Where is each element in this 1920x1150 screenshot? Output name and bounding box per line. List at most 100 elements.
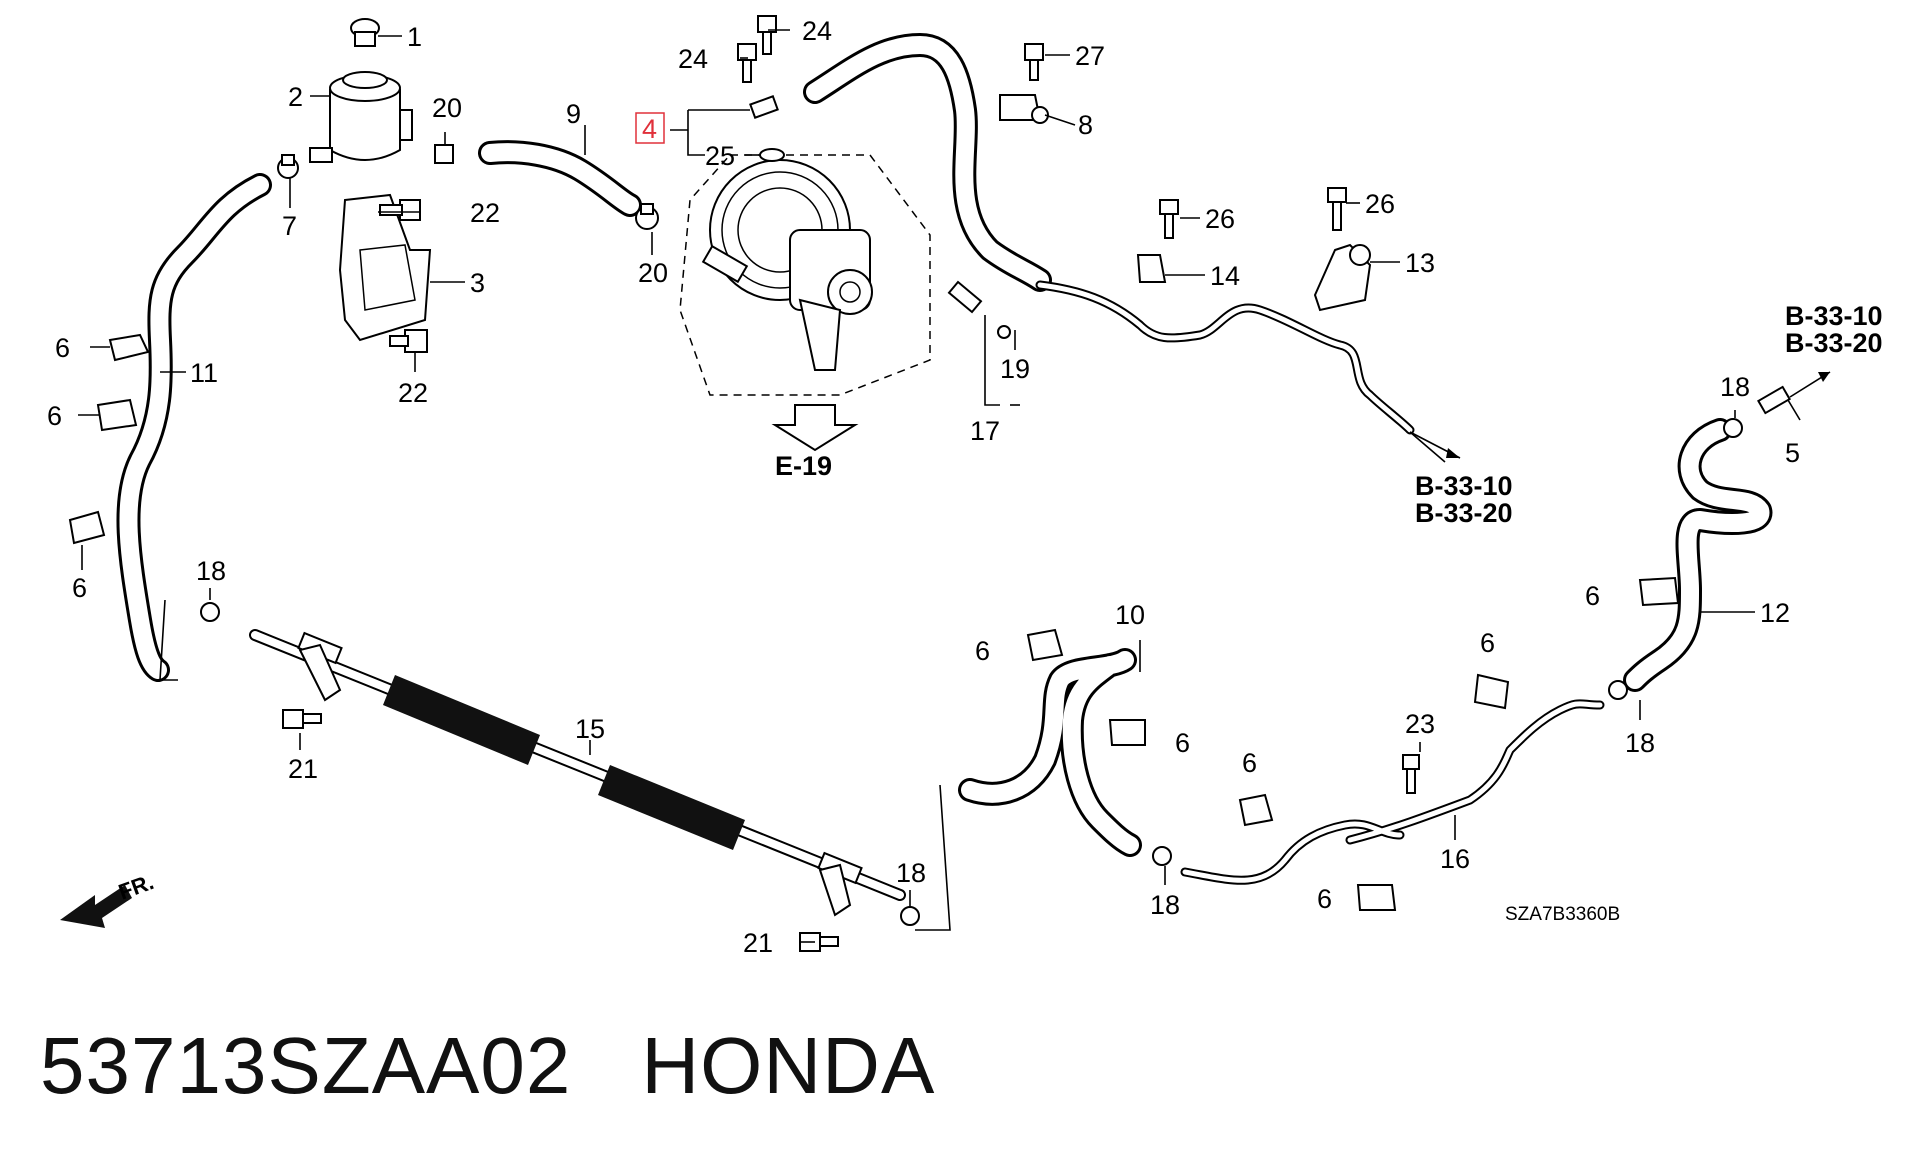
bolt-23 <box>1402 754 1420 794</box>
power-steering-pump <box>679 154 931 396</box>
callout-18e: 18 <box>1720 372 1750 402</box>
callout-6f: 6 <box>1242 748 1257 778</box>
callout-8: 8 <box>1078 110 1093 140</box>
callout-26b: 26 <box>1365 189 1395 219</box>
clip-6-d <box>1026 628 1064 662</box>
o-ring-25 <box>759 148 785 162</box>
callout-1: 1 <box>407 22 422 52</box>
clip-6-a <box>108 333 150 362</box>
fitting-4 <box>749 95 779 119</box>
clip-6-i <box>1638 576 1680 607</box>
clamp-18-b <box>900 906 920 926</box>
callout-13: 13 <box>1405 248 1435 278</box>
callout-22a: 22 <box>470 198 500 228</box>
callout-6d: 6 <box>975 636 990 666</box>
brand-name: HONDA <box>641 1021 936 1110</box>
callout-18c: 18 <box>1150 890 1180 920</box>
callout-18a: 18 <box>196 556 226 586</box>
front-arrow <box>60 885 132 928</box>
callout-19: 19 <box>1000 354 1030 384</box>
callout-22b: 22 <box>398 378 428 408</box>
ref-arrowhead-lower <box>1446 448 1460 458</box>
callout-3: 3 <box>470 268 485 298</box>
callout-24a: 24 <box>802 16 832 46</box>
callout-21b: 21 <box>743 928 773 958</box>
power-steering-parts-diagram: 1 2 3 4 5 6 6 6 6 6 6 6 6 6 7 8 9 10 11 … <box>47 15 1883 958</box>
clip-6-h <box>1473 673 1510 710</box>
clamp-18-a <box>200 602 220 622</box>
clamp-8 <box>999 94 1049 124</box>
hose-9 <box>478 140 642 217</box>
ref-b-line1: B-33-10 <box>1415 471 1513 501</box>
callout-20a: 20 <box>432 93 462 123</box>
clip-6-g <box>1356 884 1397 911</box>
reservoir-2 <box>309 18 413 163</box>
callout-2: 2 <box>288 82 303 112</box>
callout-6b: 6 <box>47 401 62 431</box>
clip-6-c <box>68 510 106 545</box>
bolt-26-a <box>1159 199 1179 239</box>
callout-6h: 6 <box>1480 628 1495 658</box>
callout-4: 4 <box>642 114 657 144</box>
hose-11 <box>116 173 272 682</box>
callout-21a: 21 <box>288 754 318 784</box>
bolt-27 <box>1024 43 1044 81</box>
clamp-20-b <box>635 203 659 230</box>
callout-6c: 6 <box>72 573 87 603</box>
callout-20b: 20 <box>638 258 668 288</box>
part-number: 53713SZAA02 <box>40 1021 572 1110</box>
bolt-21-a <box>282 709 322 729</box>
clip-6-f <box>1238 793 1274 827</box>
callout-25: 25 <box>705 141 735 171</box>
clamp-18-c <box>1152 846 1172 866</box>
clamp-18-d <box>1608 680 1628 700</box>
high-pressure-hose-17 <box>803 33 1052 292</box>
bolt-24-b <box>737 43 757 83</box>
leader-lines <box>78 29 1801 943</box>
callout-15: 15 <box>575 714 605 744</box>
callout-5: 5 <box>1785 438 1800 468</box>
ref-e19: E-19 <box>775 451 832 481</box>
clip-14 <box>1136 254 1167 283</box>
callout-6i: 6 <box>1585 581 1600 611</box>
callout-14: 14 <box>1210 261 1240 291</box>
e19-arrow <box>771 404 859 452</box>
bracket-13 <box>1313 243 1372 312</box>
callout-6e: 6 <box>1175 728 1190 758</box>
callout-16: 16 <box>1440 844 1470 874</box>
ref-b-right-line2: B-33-20 <box>1785 328 1883 358</box>
clamp-18-e <box>1723 418 1743 438</box>
bolt-22-lower <box>389 329 428 353</box>
ref-b-line2: B-33-20 <box>1415 498 1513 528</box>
hose-10 <box>958 648 1142 857</box>
callout-9: 9 <box>566 99 581 129</box>
footer: 53713SZAA02 HONDA <box>40 1020 935 1112</box>
clip-6-e <box>1108 719 1146 746</box>
ref-arrowhead-upper <box>1818 372 1830 382</box>
callout-17: 17 <box>970 416 1000 446</box>
callout-6g: 6 <box>1317 884 1332 914</box>
callout-10: 10 <box>1115 600 1145 630</box>
hose-12 <box>1623 418 1773 692</box>
callout-6a: 6 <box>55 333 70 363</box>
bolt-26-b <box>1327 187 1347 231</box>
callout-26a: 26 <box>1205 204 1235 234</box>
callout-23: 23 <box>1405 709 1435 739</box>
pipe-upper <box>1035 280 1415 435</box>
bracket-3 <box>338 193 432 342</box>
callout-24b: 24 <box>678 44 708 74</box>
clamp-7 <box>277 154 299 179</box>
joint-19 <box>947 280 1011 339</box>
callout-7: 7 <box>282 211 297 241</box>
callout-27: 27 <box>1075 41 1105 71</box>
clamp-20-a <box>434 144 454 164</box>
highlight-box <box>635 112 665 144</box>
ref-b-right-line1: B-33-10 <box>1785 301 1883 331</box>
callout-18d: 18 <box>1625 728 1655 758</box>
return-pipe-16 <box>1180 699 1605 885</box>
bolt-22-upper <box>379 199 421 221</box>
clip-6-b <box>96 398 138 432</box>
callout-18b: 18 <box>896 858 926 888</box>
callout-11: 11 <box>190 358 218 388</box>
callout-12: 12 <box>1760 598 1790 628</box>
